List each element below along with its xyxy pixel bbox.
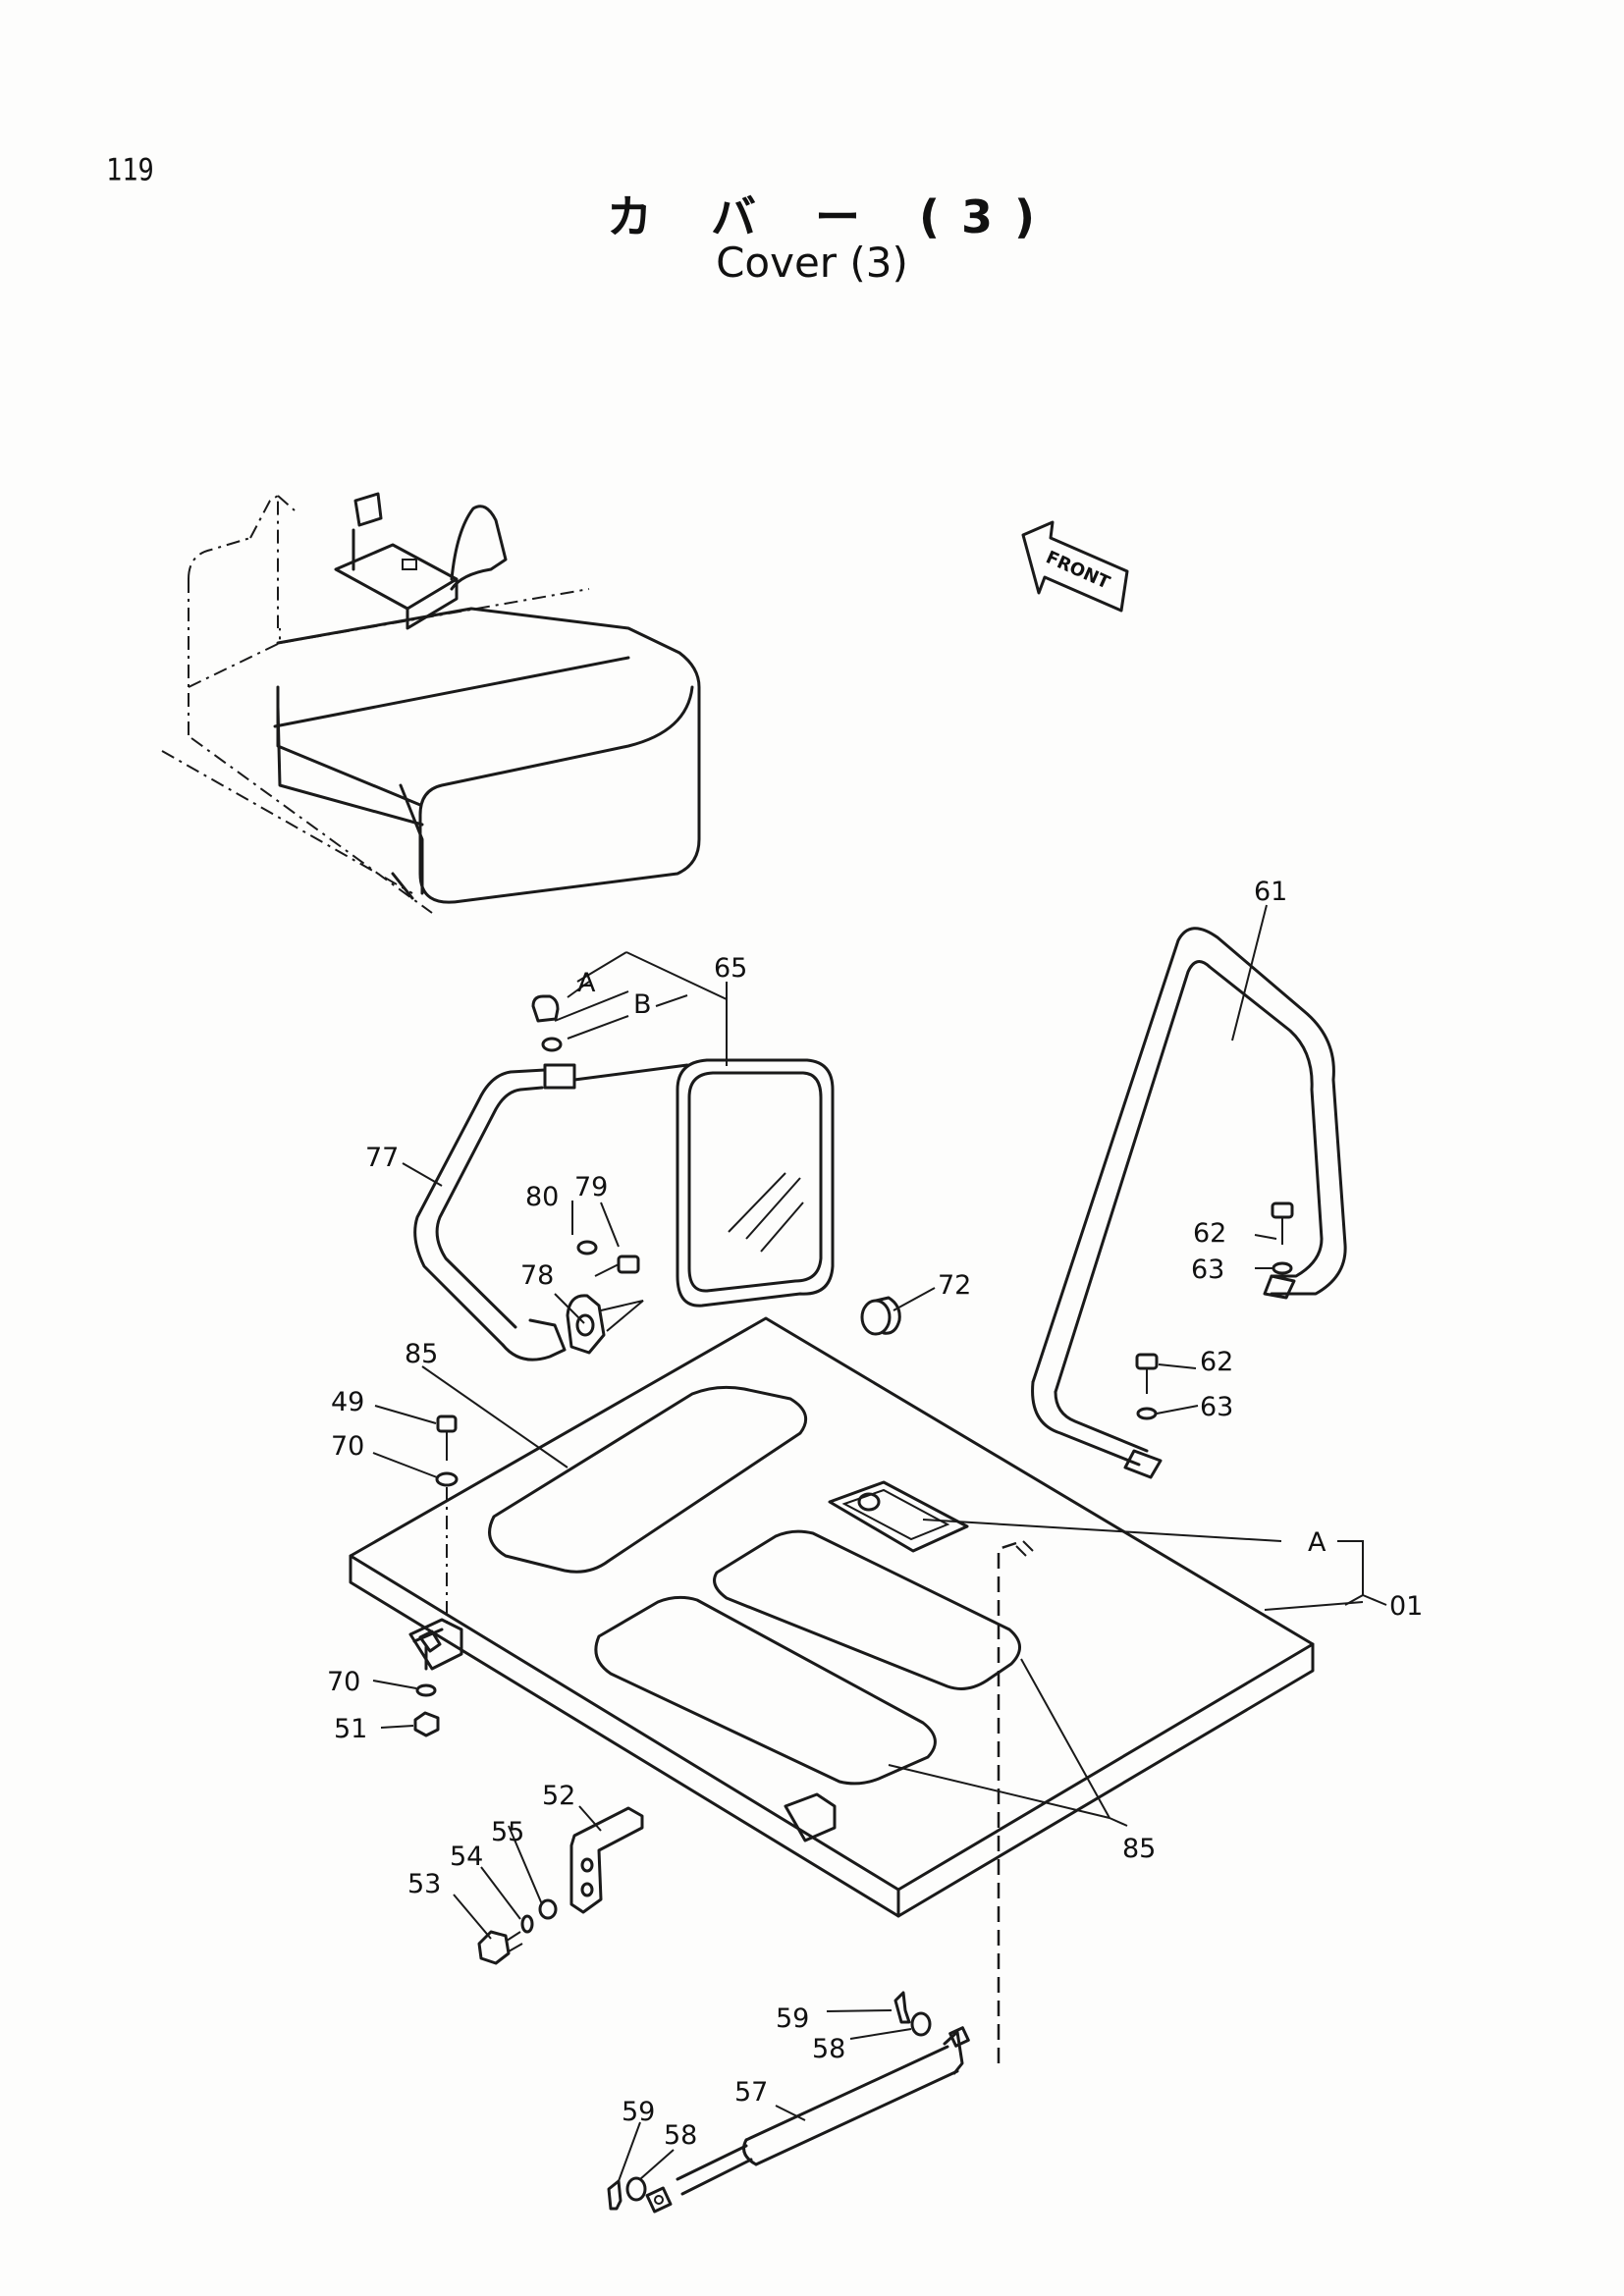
cover-plate-01 [349, 1316, 1315, 1918]
callout-72: 72 [938, 1270, 971, 1301]
spring-washer-54 [520, 1914, 534, 1934]
callout-58-lower: 58 [664, 2120, 697, 2151]
callout-62-lower: 62 [1200, 1347, 1233, 1377]
washer-58-lower [625, 2176, 647, 2202]
callout-labels: 61 65 A B 77 79 80 78 62 63 62 63 72 85 … [327, 877, 1423, 2151]
callout-70-lower: 70 [327, 1667, 360, 1697]
callout-53: 53 [407, 1869, 441, 1899]
mirror-stay-77 [413, 1063, 689, 1362]
callout-B-top: B [633, 989, 652, 1020]
washer-58-upper [910, 2011, 932, 2037]
callout-55: 55 [491, 1817, 524, 1847]
bolt-49 [436, 1415, 458, 1461]
nut-A [531, 994, 560, 1023]
front-direction-arrow: FRONT [1021, 520, 1129, 613]
callout-65: 65 [714, 953, 747, 984]
bolt-53 [477, 1930, 523, 1965]
callout-54: 54 [450, 1842, 483, 1872]
bolt-79 [594, 1255, 640, 1277]
callout-85-upper: 85 [405, 1339, 438, 1369]
callout-59-upper: 59 [776, 2003, 809, 2034]
nut-51 [413, 1711, 440, 1737]
leader-lines [372, 904, 1387, 2182]
callout-59-lower: 59 [622, 2097, 655, 2127]
callout-85-lower: 85 [1122, 1834, 1156, 1864]
callout-52: 52 [542, 1781, 575, 1811]
callout-A-top: A [577, 968, 596, 998]
callout-62-upper: 62 [1193, 1218, 1226, 1249]
callout-77: 77 [365, 1143, 399, 1173]
washer-80 [576, 1240, 598, 1255]
clip-59-lower [607, 2179, 623, 2211]
gas-spring-attach-line [997, 1541, 1017, 2063]
mirror-65 [676, 1058, 835, 1308]
callout-57: 57 [734, 2077, 768, 2108]
callout-A-right: A [1308, 1527, 1326, 1558]
callout-63-upper: 63 [1191, 1255, 1224, 1285]
page-title-english: Cover (3) [716, 239, 908, 287]
clip-59-upper [893, 1991, 911, 2024]
callout-79: 79 [574, 1172, 608, 1202]
washer-B [541, 1037, 563, 1052]
callout-01: 01 [1389, 1591, 1423, 1622]
callout-58-upper: 58 [812, 2034, 845, 2064]
page-number: 119 [106, 152, 154, 188]
bolt-62-upper [1271, 1201, 1294, 1275]
front-label: FRONT [1043, 547, 1113, 593]
washer-55 [538, 1898, 558, 1920]
handrail-61 [1031, 927, 1347, 1479]
callout-61: 61 [1254, 877, 1287, 907]
gas-spring-57 [645, 2026, 970, 2214]
callout-63-lower: 63 [1200, 1392, 1233, 1422]
bolt-62-lower [1135, 1353, 1159, 1420]
callout-70-upper: 70 [331, 1431, 364, 1462]
hinge-bolt [418, 1629, 442, 1671]
callout-80: 80 [525, 1182, 559, 1212]
page-title-japanese: カ バ ー (3) [606, 190, 1057, 243]
callout-78: 78 [520, 1260, 554, 1291]
rubber-stopper-72 [860, 1296, 901, 1336]
machine-overview-sketch [161, 492, 701, 914]
washer-70-lower [415, 1683, 437, 1697]
callout-49: 49 [331, 1387, 364, 1417]
callout-51: 51 [334, 1714, 367, 1744]
washer-70-upper [435, 1471, 459, 1487]
clamp-78 [566, 1294, 606, 1355]
bracket-52 [569, 1806, 644, 1914]
